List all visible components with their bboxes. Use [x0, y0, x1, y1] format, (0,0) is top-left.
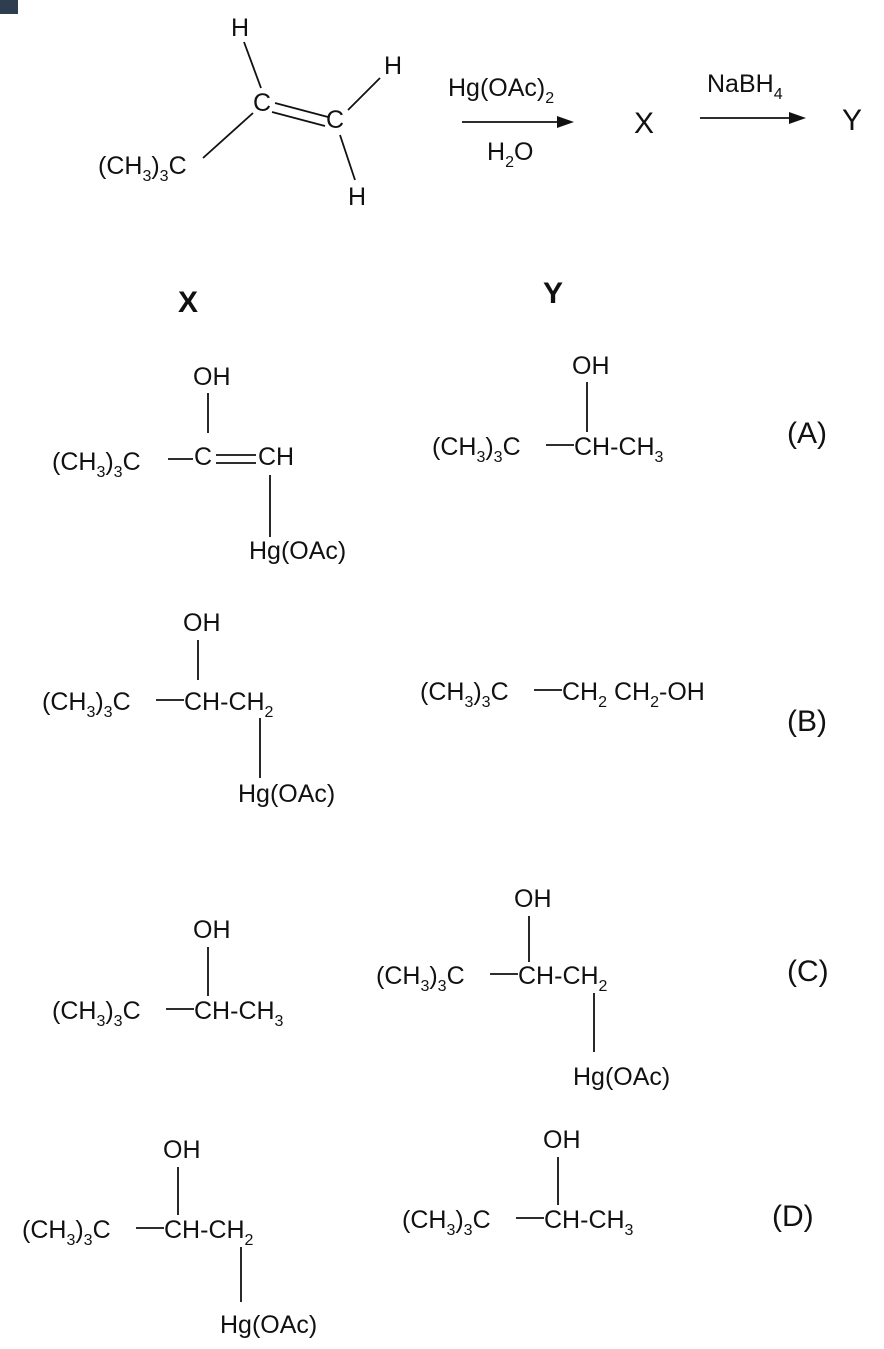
ch2-ch2-oh-chain: CH2 CH2-OH	[562, 678, 705, 711]
option-c-y-structure: OH (CH3)3C CH-CH2 Hg(OAc)	[376, 885, 670, 1091]
oh-group: OH	[543, 1126, 581, 1154]
reactant-h-top: H	[231, 14, 249, 42]
ch-ch2-group: CH-CH2	[518, 962, 608, 995]
arrow-2-head	[789, 112, 806, 124]
oh-group: OH	[572, 352, 610, 380]
bond-c2-h-right	[347, 77, 381, 111]
option-label-d[interactable]: (D)	[772, 1200, 814, 1233]
option-label-a[interactable]: (A)	[787, 417, 827, 450]
option-label-c[interactable]: (C)	[787, 955, 829, 988]
primary-alcohol: (CH3)3C	[420, 678, 509, 711]
tbutyl-group: (CH3)3C	[42, 688, 131, 721]
bond-double-a	[274, 102, 329, 118]
column-header-y: Y	[543, 277, 563, 310]
arrow-1-head	[557, 116, 574, 128]
carbon-atom: C	[194, 443, 212, 471]
reactant-h-bottom: H	[348, 183, 366, 211]
tbutyl-group: (CH3)3C	[52, 997, 141, 1030]
tbutyl-group: (CH3)3C	[52, 448, 141, 481]
tbutyl-group: (CH3)3C	[432, 433, 521, 466]
tbutyl-group: (CH3)3C	[402, 1206, 491, 1239]
hg-oac-group: Hg(OAc)	[220, 1311, 317, 1339]
option-b-y-structure: (CH3)3C CH2 CH2-OH	[420, 678, 705, 711]
reactant-c1: C	[253, 89, 271, 117]
bond-double-b	[271, 111, 326, 127]
reagent-reduction: NaBH4	[700, 70, 806, 124]
bond-h-c1	[243, 41, 262, 89]
tbutyl-group: (CH3)3C	[376, 962, 465, 995]
reagent-nabh4: NaBH4	[707, 70, 783, 103]
oh-group: OH	[163, 1136, 201, 1164]
hg-oac-group: Hg(OAc)	[249, 537, 346, 565]
ch-ch3-group: CH-CH3	[574, 433, 664, 466]
oh-group: OH	[183, 609, 221, 637]
bond-tbu-c1	[202, 112, 254, 159]
ch-ch2-group: CH-CH2	[164, 1216, 254, 1249]
reactant-tbutyl: (CH3)3C	[98, 152, 187, 185]
corner-marker	[0, 0, 18, 14]
option-c-x-structure: OH (CH3)3C CH-CH3	[52, 916, 284, 1030]
oh-group: OH	[193, 363, 231, 391]
option-b-x-structure: OH (CH3)3C CH-CH2 Hg(OAc)	[42, 609, 335, 808]
reagent-oxymercuration: Hg(OAc)2 H2O	[448, 74, 574, 171]
reagent-hgoac2: Hg(OAc)2	[448, 74, 554, 107]
oh-group: OH	[514, 885, 552, 913]
option-d-x-structure: OH (CH3)3C CH-CH2 Hg(OAc)	[22, 1136, 317, 1339]
bond-c2-h-bottom	[339, 134, 356, 181]
oh-group: OH	[193, 916, 231, 944]
ch-ch3-group: CH-CH3	[194, 997, 284, 1030]
ch-ch2-group: CH-CH2	[184, 688, 274, 721]
hg-oac-group: Hg(OAc)	[238, 780, 335, 808]
option-a-x-structure: OH (CH3)3C C CH Hg(OAc)	[52, 363, 346, 565]
intermediate-x: X	[634, 107, 654, 140]
ch-group: CH	[258, 443, 294, 471]
product-y: Y	[842, 104, 862, 137]
option-d-y-structure: OH (CH3)3C CH-CH3	[402, 1126, 634, 1239]
column-header-x: X	[178, 286, 198, 319]
ch-ch3-group: CH-CH3	[544, 1206, 634, 1239]
reactant-c2: C	[326, 106, 344, 134]
reagent-water: H2O	[487, 138, 533, 171]
reactant-h-right: H	[384, 52, 402, 80]
reactant-alkene: H H H C C (CH3)3C	[98, 14, 402, 211]
tbutyl-group: (CH3)3C	[22, 1216, 111, 1249]
option-label-b[interactable]: (B)	[787, 705, 827, 738]
hg-oac-group: Hg(OAc)	[573, 1063, 670, 1091]
option-a-y-structure: OH (CH3)3C CH-CH3	[432, 352, 664, 466]
